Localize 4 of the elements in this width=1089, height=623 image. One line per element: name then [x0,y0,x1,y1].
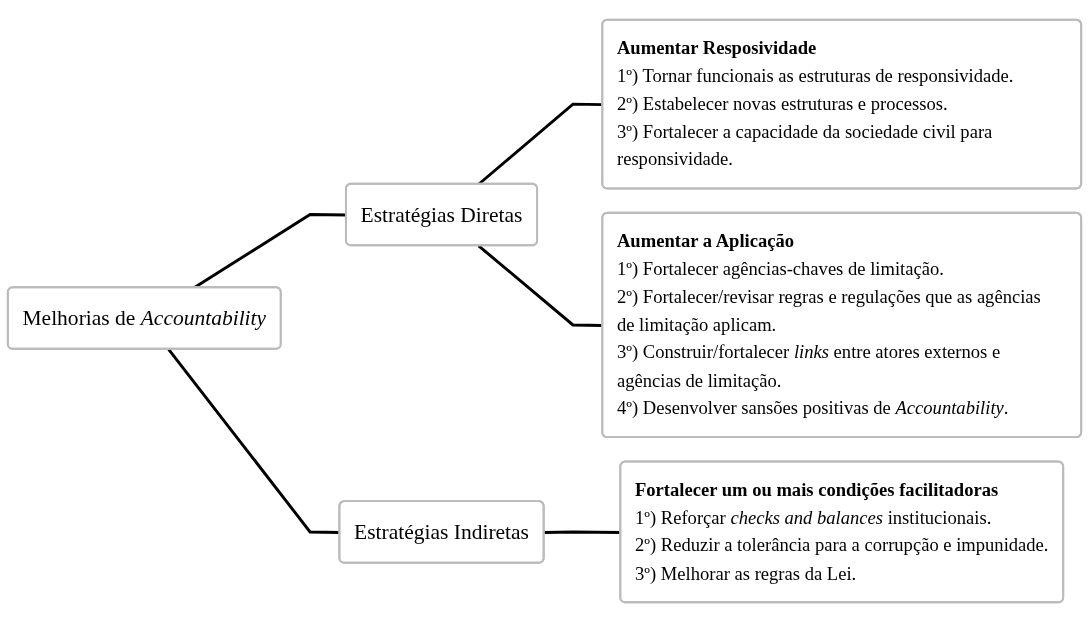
connector [477,103,603,186]
connector [167,348,340,535]
connector [544,530,621,535]
connector [477,245,603,328]
